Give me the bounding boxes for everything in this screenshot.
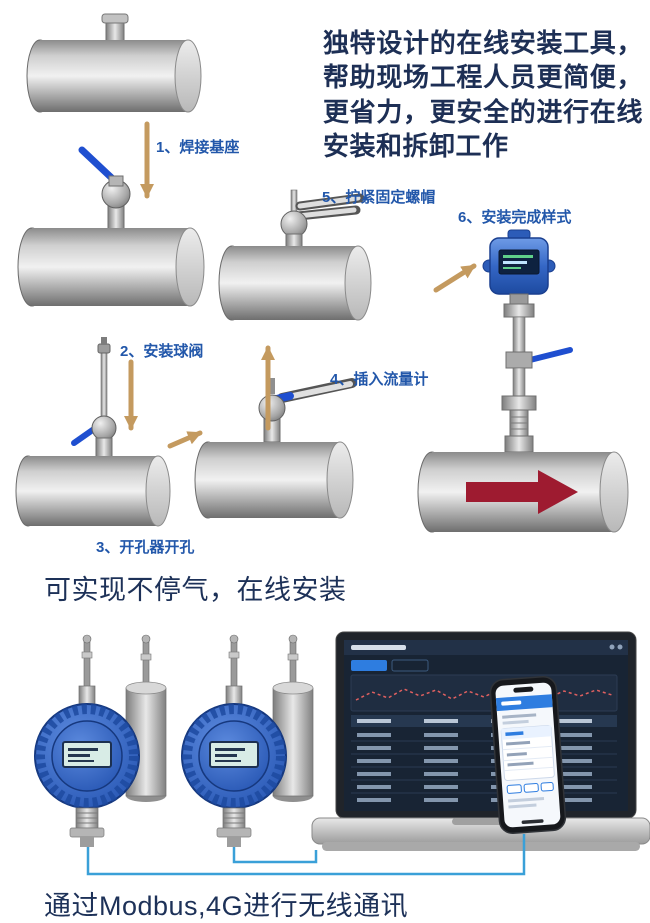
step-label-3: 3、开孔器开孔 — [96, 539, 195, 556]
step-label-5: 5、拧紧固定螺帽 — [322, 189, 436, 206]
flow-direction-arrow-icon — [466, 470, 578, 514]
dashboard-screen — [344, 640, 628, 811]
pipe-3-illustration — [15, 337, 171, 527]
step-label-2: 2、安装球阀 — [120, 343, 204, 360]
flow-meter-assembly — [417, 229, 629, 533]
ball-valve-icon — [78, 146, 131, 231]
phone-notch — [513, 686, 534, 693]
meter-stem — [501, 303, 573, 453]
step-label-4: 4、插入流量计 — [330, 371, 429, 388]
intro-text: 独特设计的在线安装工具， 帮助现场工程人员更简便， 更省力，更安全的进行在线安装… — [323, 28, 643, 161]
gas-detector-left — [35, 635, 166, 847]
step-label-1: 1、焊接基座 — [156, 139, 240, 156]
pipe-2-illustration — [17, 146, 205, 307]
dashboard-chart — [350, 674, 618, 712]
phone-illustration — [489, 676, 567, 834]
hole-opener-icon — [71, 337, 117, 459]
pipe-4-illustration — [194, 378, 357, 519]
step-label-6: 6、安装完成样式 — [458, 209, 572, 226]
pipe-1-illustration — [26, 13, 202, 113]
gas-detector-right — [182, 635, 313, 847]
connection-wires — [86, 834, 526, 876]
step-arrows — [124, 121, 477, 449]
caption-wireless-comm: 通过Modbus,4G进行无线通讯 — [44, 891, 409, 921]
weld-base-fitting-icon — [101, 13, 129, 45]
phone-app-screen — [495, 694, 555, 824]
flow-meter-transmitter-icon — [482, 229, 556, 305]
laptop-illustration — [311, 631, 650, 851]
caption-online-install: 可实现不停气，在线安装 — [44, 575, 347, 605]
pipe-5-illustration — [218, 189, 372, 321]
step-arrow-3 — [167, 430, 203, 449]
step-arrow-5 — [433, 263, 477, 293]
